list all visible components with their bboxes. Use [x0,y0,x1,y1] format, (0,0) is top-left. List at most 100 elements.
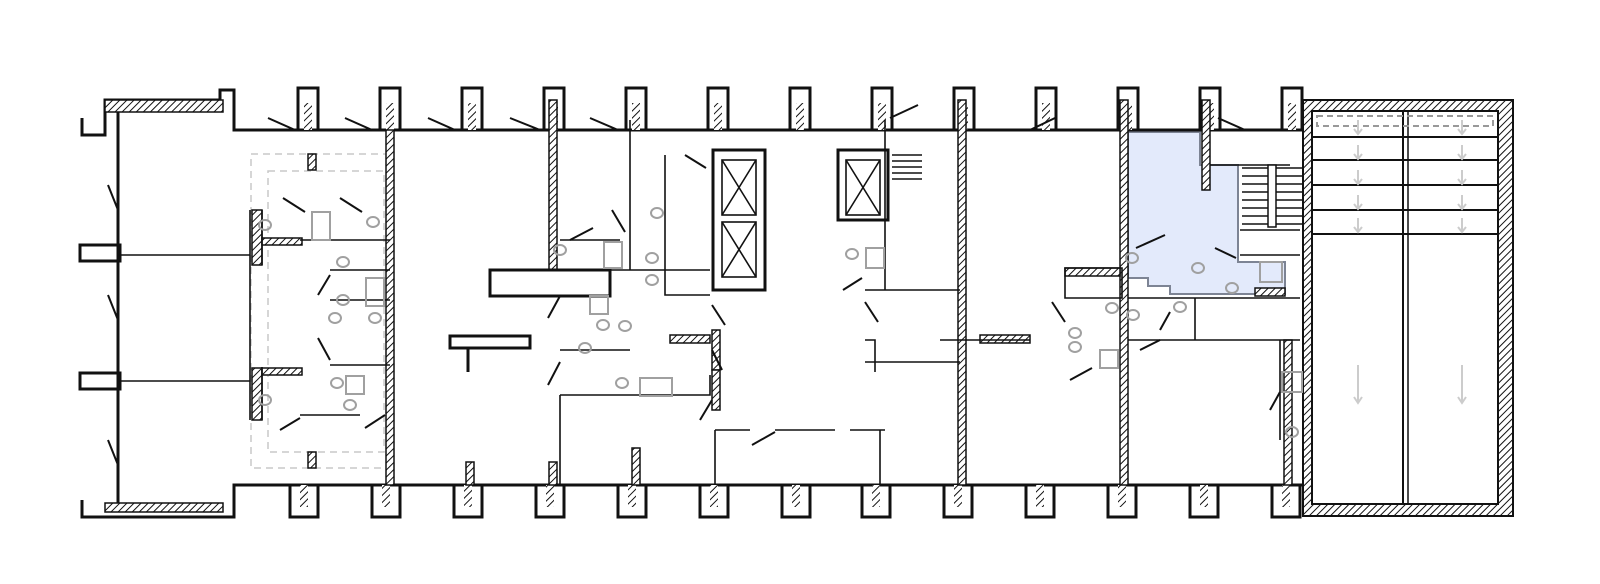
ramp-arrow-icon [1457,170,1467,186]
hatched-wall [1064,267,1121,277]
pier-hatch [878,103,886,130]
door-swing-icon [364,414,386,429]
toilet-icon [1068,341,1082,353]
sink-icon [345,375,365,395]
top-piers [296,86,1304,132]
toilet-icon [336,294,350,306]
toilet-icon [343,399,357,411]
sink-icon [311,211,331,241]
door-swing-icon [1051,301,1066,323]
toilet-icon [1225,282,1239,294]
ramp-arrow-icon [1353,120,1363,136]
hatched-wall [251,367,263,421]
door-swing-icon [509,117,541,131]
door-swing-icon [711,349,723,371]
ramp-arrow-icon [1353,170,1363,186]
hatched-wall [548,461,558,486]
door-swing-icon [842,277,863,291]
door-swing-icon [864,301,879,323]
door-swing-icon [282,197,306,213]
toilet-icon [328,312,342,324]
pier-hatch [546,485,554,507]
pier-hatch [1036,485,1044,507]
door-swing-icon [339,197,363,213]
door-swing-icon [107,184,119,211]
hatched-wall [631,447,641,486]
pier-hatch [304,103,312,130]
door-swing-icon [1217,117,1246,131]
door-swing-icon [344,117,373,131]
dashed-zone-inner [267,170,385,453]
door-swing-icon [547,361,561,386]
pier-hatch [1288,103,1296,130]
door-swing-icon [699,399,713,421]
pier-hatch [386,103,394,130]
pier-hatch [1118,485,1126,507]
door-swing-icon [1269,391,1281,411]
hatched-wall [385,129,395,486]
toilet-icon [1285,426,1299,438]
pier-hatch [382,485,390,507]
toilet-icon [618,320,632,332]
pier-hatch [714,103,722,130]
toilet-icon [645,274,659,286]
pier-hatch [464,485,472,507]
pier-hatch [628,485,636,507]
stair-icon [892,154,1302,228]
ramp-arrow-icon [1353,145,1363,161]
pier-hatch [632,103,640,130]
door-swing-icon [317,274,331,296]
hatched-wall [1201,99,1211,191]
pier-hatch [1282,485,1290,507]
door-swing-icon [684,154,707,169]
ramp-arrow-icon [1457,218,1467,234]
toilet-icon [553,244,567,256]
hatched-wall [307,451,317,469]
toilet-icon [1068,327,1082,339]
ramp-arrow-icon [1353,365,1363,405]
door-swing-icon [427,117,456,131]
partitions [118,120,1300,485]
door-swing-icon [317,337,331,361]
pier-hatch [468,103,476,130]
ramp-arrow-icon [1353,218,1363,234]
toilet-icon [330,377,344,389]
pier-hatch [954,485,962,507]
door-swing-icon [1139,339,1161,351]
hatched-wall [1254,287,1286,297]
sink-icon [1099,349,1119,369]
stair-rail [1267,164,1277,228]
toilet-icon [336,256,350,268]
toilet-icon [258,219,272,231]
hatched-wall [1283,339,1293,486]
pier-hatch [872,485,880,507]
hatched-wall [261,237,303,246]
pier-hatch [1200,485,1208,507]
sink-icon [639,377,673,397]
toilet-icon [596,319,610,331]
toilet-icon [258,394,272,406]
door-swing-icon [751,431,776,446]
door-swing-icon [1135,234,1166,249]
door-swing-icon [1029,117,1056,131]
toilet-icon [845,248,859,260]
hatched-wall [711,369,721,411]
ramp-arrow-icon [1353,195,1363,211]
door-swing-icon [107,294,119,321]
toilet-icon [1126,309,1140,321]
door-swing-icon [1069,367,1093,381]
toilet-icon [368,312,382,324]
sink-icon [1281,371,1303,393]
door-swing-icon [1214,247,1237,259]
toilet-icon [578,342,592,354]
toilet-icon [1173,301,1187,313]
door-swing-icon [711,304,726,326]
hatched-wall [251,209,263,266]
door-swing-icon [107,104,1281,466]
sink-icon [603,241,623,269]
door-swing-icon [279,417,301,431]
toilet-icon [366,216,380,228]
pier-hatch [796,103,804,130]
toilet-icon [258,207,1303,438]
